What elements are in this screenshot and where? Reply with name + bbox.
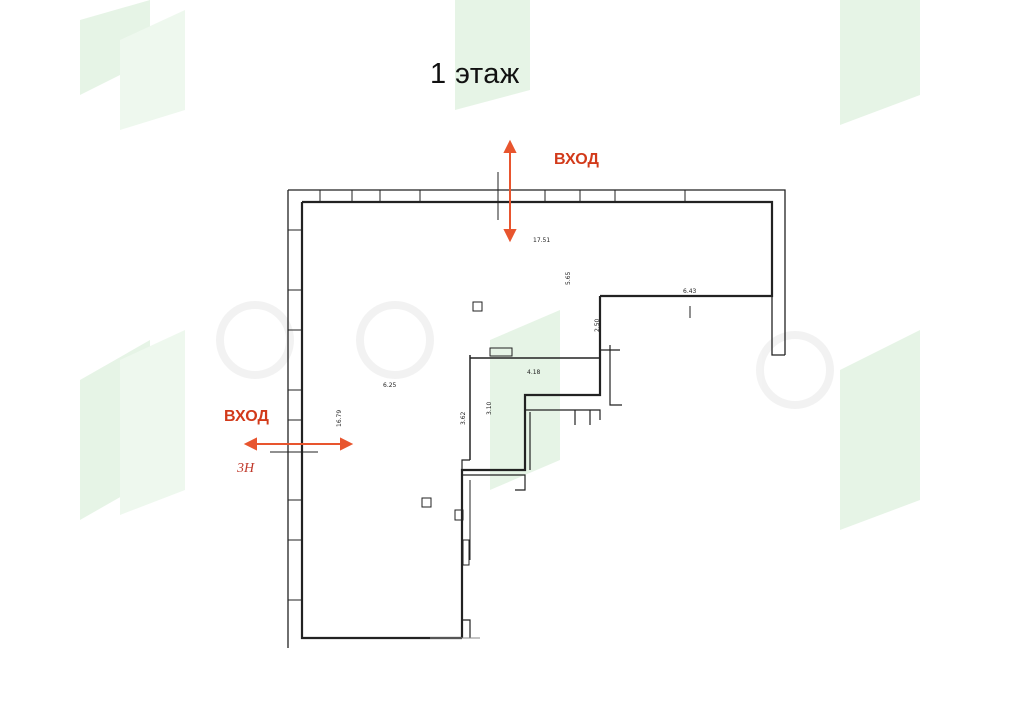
walls: [270, 172, 786, 648]
inner-wall-top: [302, 200, 774, 298]
arrow-up-icon: [503, 139, 517, 153]
dimension-label: 17.51: [533, 237, 551, 244]
column: [421, 497, 432, 508]
floor-title: 1 этаж: [430, 58, 520, 90]
arrow-right-icon: [340, 437, 354, 451]
watermark-logo-icon: [840, 0, 920, 125]
arrow-left-icon: [243, 437, 257, 451]
dimension-label: 3.62: [460, 411, 467, 425]
entrance-label-west: ВХОД: [224, 408, 269, 425]
column: [472, 301, 483, 312]
watermark-avito-letter: [216, 301, 294, 379]
dimension-label: 6.25: [383, 382, 397, 389]
watermark-logo-icon: [120, 330, 185, 515]
note-3h: 3Н: [237, 461, 255, 476]
watermark-logo-icon: [80, 340, 150, 520]
watermark-logo-icon: [840, 330, 920, 530]
dimension-label: 3.10: [486, 401, 493, 415]
dimension-label: 16.79: [336, 409, 343, 427]
watermark-logo-icon: [455, 0, 530, 110]
watermark-logo-icon: [80, 0, 150, 95]
dimension-label: 2.50: [594, 318, 601, 332]
inner-step-wall: [460, 296, 602, 638]
watermark-logo-icon: [120, 10, 185, 130]
watermark-avito-letter: [756, 331, 834, 409]
dimension-label: 5.65: [565, 271, 572, 285]
dimension-label: 4.18: [527, 369, 541, 376]
watermark-avito-letter: [356, 301, 434, 379]
entrance-arrows: [243, 139, 517, 451]
dimension-label: 6.43: [683, 288, 697, 295]
arrow-down-icon: [503, 229, 517, 243]
outer-wall-top: [288, 189, 786, 355]
inner-wall-left: [300, 202, 462, 640]
entrance-label-north: ВХОД: [554, 151, 599, 168]
